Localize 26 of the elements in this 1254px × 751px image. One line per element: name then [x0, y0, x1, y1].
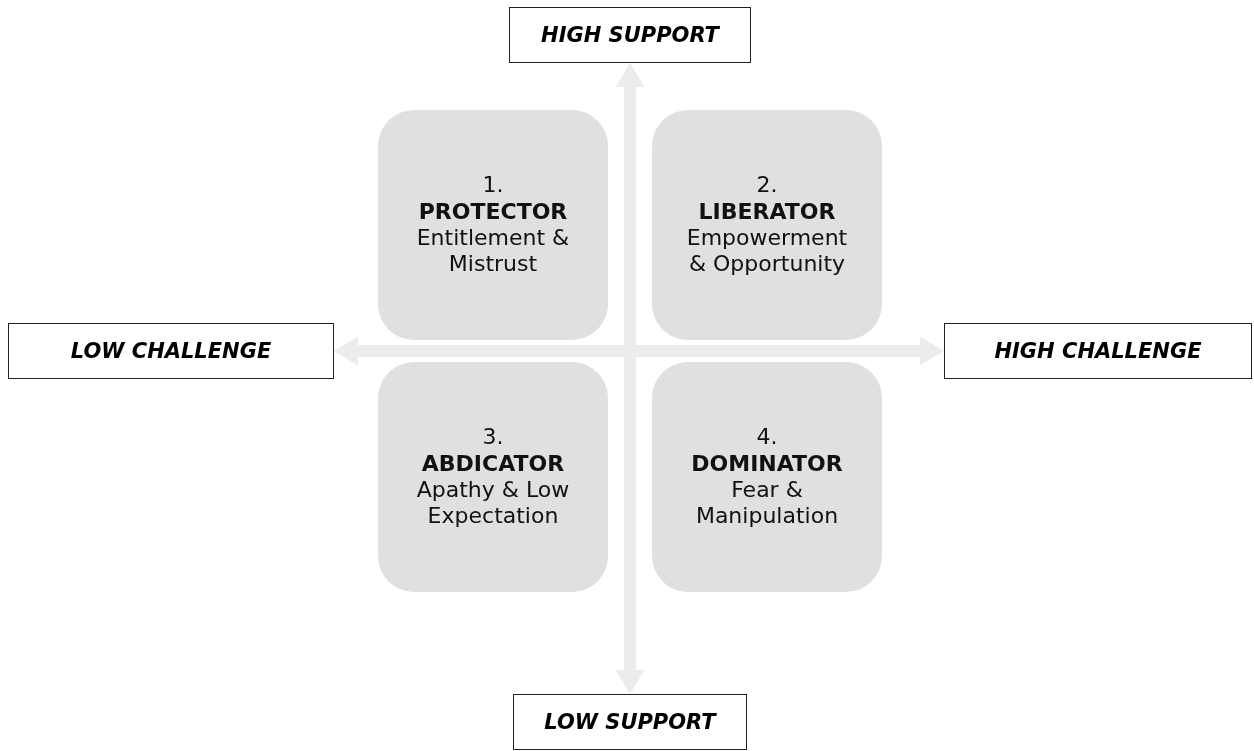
axis-label: LOW SUPPORT — [544, 710, 716, 734]
title-text: LIBERATOR — [698, 198, 836, 225]
number-text: 3. — [482, 424, 504, 451]
description-text: Fear & Manipulation — [694, 477, 840, 530]
axis-label: HIGH SUPPORT — [541, 23, 719, 47]
axis-label-box — [509, 7, 751, 63]
number-text: 2. — [756, 172, 778, 199]
title-text: DOMINATOR — [691, 450, 843, 477]
quadrant-box — [378, 110, 608, 340]
description-text: Apathy & Low Expectation — [415, 477, 571, 530]
description-text: Empowerment & Opportunity — [685, 225, 849, 278]
axis-label: HIGH CHALLENGE — [994, 339, 1202, 363]
quadrant-box — [378, 362, 608, 592]
axis-label-box — [8, 323, 334, 379]
title-text: ABDICATOR — [421, 450, 565, 477]
axis-label-box — [513, 694, 747, 750]
number-text: 1. — [482, 172, 504, 199]
double-headed-arrow — [334, 336, 944, 366]
number-text: 4. — [756, 424, 778, 451]
description-text: Entitlement & Mistrust — [415, 225, 571, 278]
quadrant-box — [652, 110, 882, 340]
double-headed-arrow — [615, 63, 645, 694]
axis-label: LOW CHALLENGE — [70, 339, 272, 363]
quadrant-box — [652, 362, 882, 592]
title-text: PROTECTOR — [418, 198, 568, 225]
axis-label-box — [944, 323, 1252, 379]
